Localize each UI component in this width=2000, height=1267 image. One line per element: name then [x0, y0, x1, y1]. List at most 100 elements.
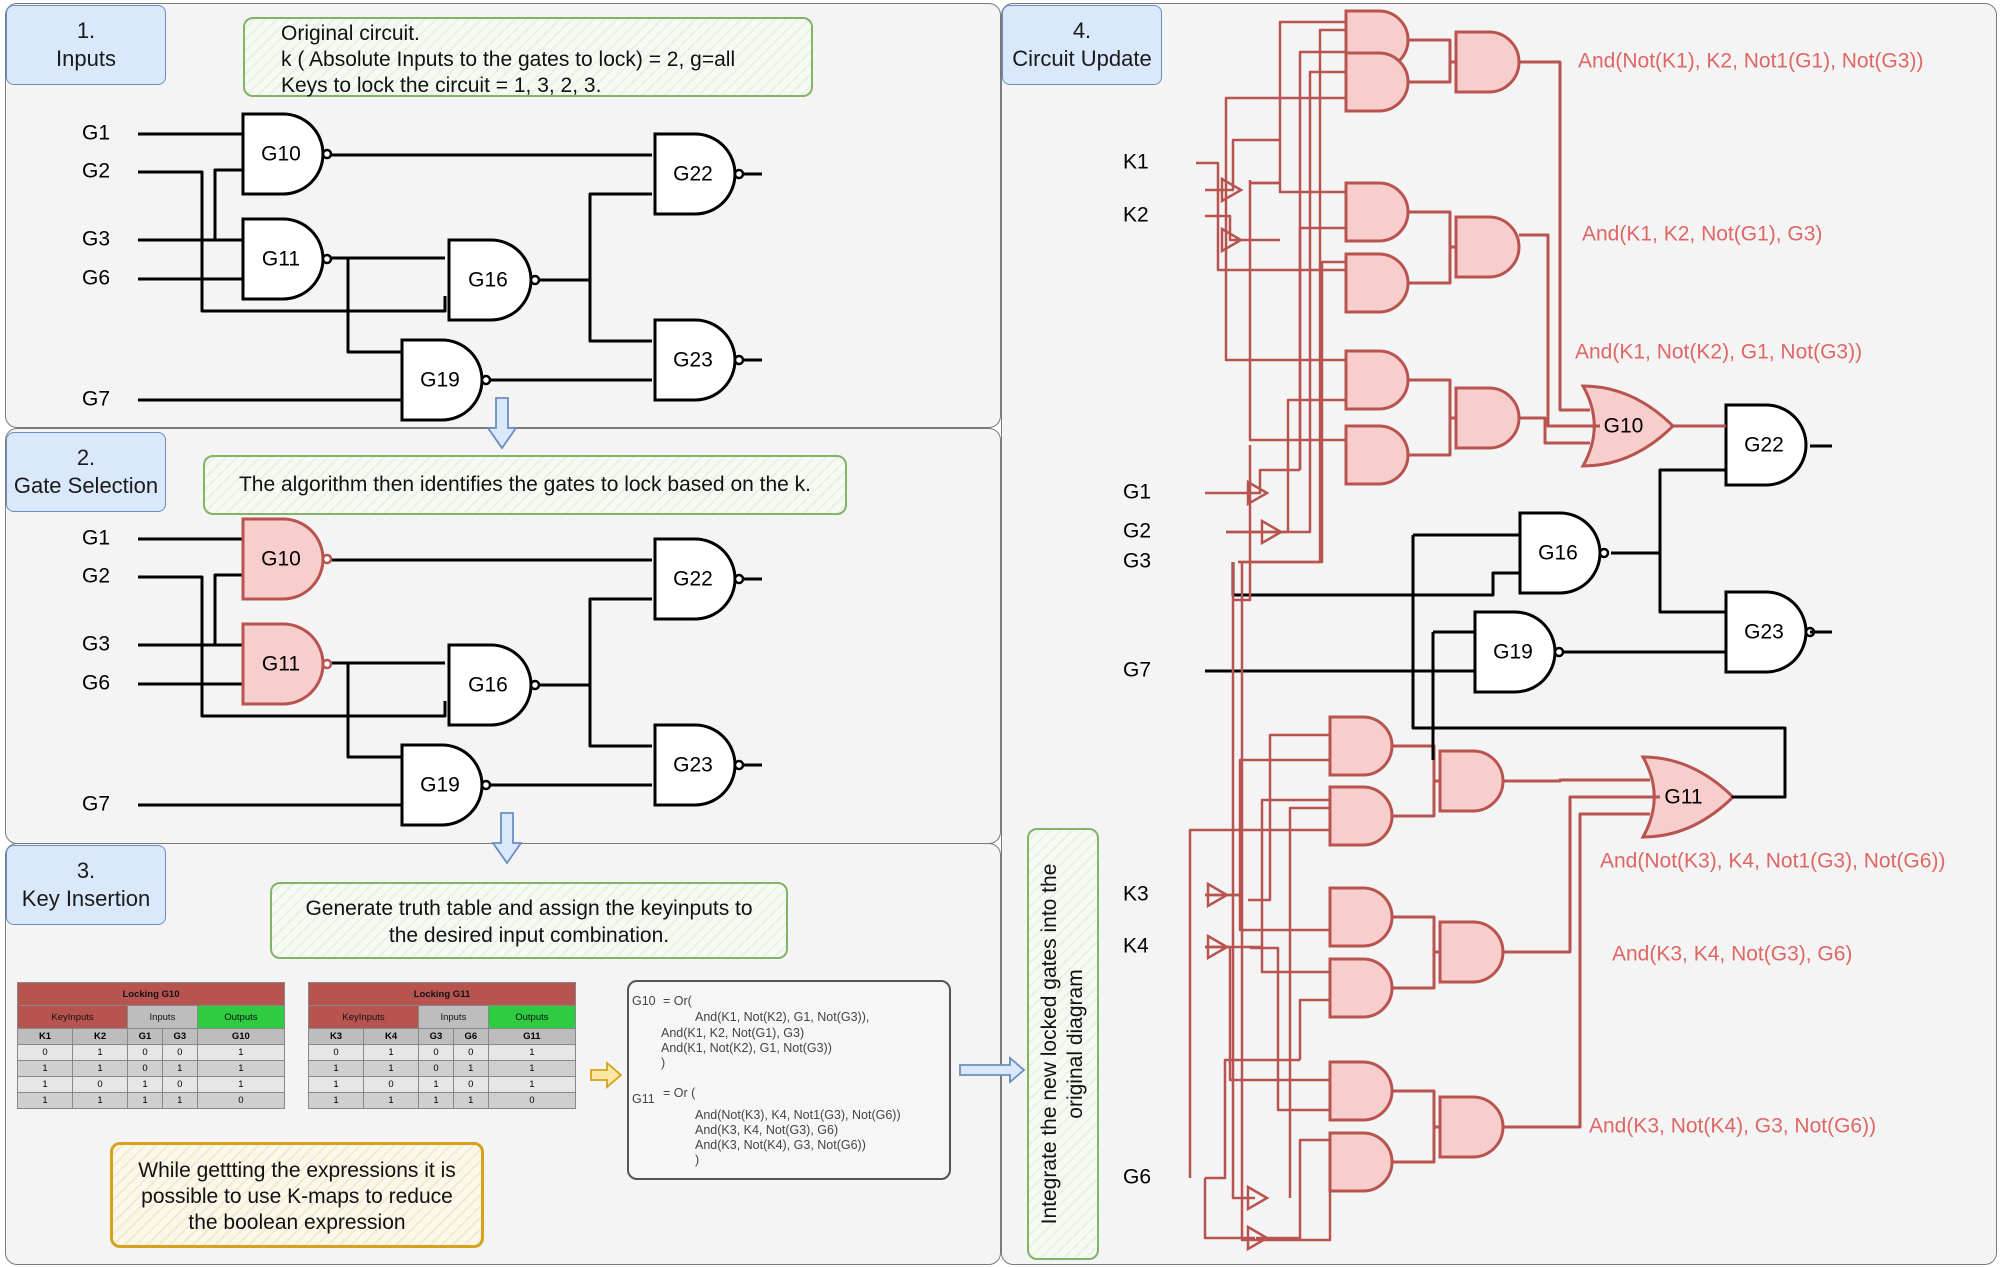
- locked-wire: [1260, 798, 1330, 947]
- not-gate: [1220, 176, 1244, 204]
- inverter-bubble: [321, 253, 333, 265]
- locked-wire: [1248, 733, 1330, 902]
- locked-wire: [1298, 226, 1346, 470]
- locked-wire: [1238, 260, 1346, 564]
- locked-wire: [1205, 945, 1330, 974]
- tag-inputs: 1. Inputs: [6, 5, 166, 85]
- expr-g10-line: And(K1, Not(K2), G1, Not(G3)): [661, 1041, 832, 1055]
- gate-label: G11: [1664, 786, 1702, 809]
- and-term-label: And(Not(K3), K4, Not1(G3), Not(G6)): [1600, 850, 1945, 873]
- wire: [346, 258, 404, 360]
- locked-wire: [1256, 1138, 1330, 1240]
- expression-box: G10 = Or( And(K1, Not(K2), G1, Not(G3)),…: [627, 980, 951, 1180]
- locked-wire: [1298, 998, 1330, 1060]
- wire: [1392, 1089, 1440, 1129]
- locked-wire: [1226, 70, 1346, 534]
- input-label: G2: [1123, 520, 1151, 543]
- table-cell: 1: [72, 1092, 129, 1109]
- input-label: K4: [1123, 935, 1149, 958]
- wire: [138, 170, 243, 242]
- truth-table-g11-col: K3: [307, 1028, 365, 1045]
- note-kmap: While gettting the expressions it is pos…: [110, 1142, 484, 1248]
- note-truth-table: Generate truth table and assign the keyi…: [270, 882, 788, 959]
- locked-wire: [1250, 946, 1330, 1112]
- note-original-line3: Keys to lock the circuit = 1, 3, 2, 3.: [281, 74, 602, 97]
- inverter-bubble: [1598, 547, 1610, 559]
- inverter-bubble: [733, 759, 745, 771]
- wire: [200, 240, 447, 313]
- not-gate: [1220, 226, 1244, 254]
- and-term-gate: [1328, 1131, 1394, 1193]
- truth-table-g11-title: Locking G11: [308, 982, 576, 1006]
- gate-label: G10: [261, 548, 301, 571]
- and-combine-gate: [1438, 749, 1505, 813]
- wire: [346, 663, 404, 765]
- and-term-label: And(K3, Not(K4), G3, Not(G6)): [1589, 1115, 1876, 1138]
- truth-table-g11-group-outputs: Outputs: [487, 1005, 577, 1029]
- note-original-circuit: Original circuit. k ( Absolute Inputs to…: [243, 17, 813, 97]
- table-cell: 0: [487, 1092, 577, 1109]
- locked-wire: [1205, 758, 1330, 897]
- locked-wire: [1205, 468, 1300, 495]
- locked-wire: [1188, 828, 1330, 1178]
- and-term-gate: [1344, 252, 1410, 314]
- locked-wire: [1205, 1058, 1300, 1180]
- and-term-gate: [1328, 785, 1394, 847]
- gate-label: G10: [1604, 415, 1644, 438]
- tag-key-insertion-title: Key Insertion: [21, 886, 151, 911]
- or-gate-g10: [1580, 384, 1676, 468]
- tag-gate-selection-title: Gate Selection: [13, 473, 159, 498]
- not-gate: [1246, 1184, 1270, 1212]
- and-term-gate: [1328, 715, 1394, 777]
- input-label: G1: [82, 527, 110, 550]
- and-term-label: And(K3, K4, Not(G3), G6): [1612, 943, 1852, 966]
- truth-table-g10-group-outputs: Outputs: [196, 1005, 286, 1029]
- wire: [588, 685, 652, 748]
- inverter-bubble: [733, 168, 745, 180]
- input-label: G7: [82, 793, 110, 816]
- gate-label: G19: [1493, 641, 1533, 664]
- not-gate: [1206, 933, 1230, 961]
- expr-g10-line: And(K1, K2, Not(G1), G3): [661, 1026, 805, 1040]
- tag-inputs-number: 1.: [76, 18, 96, 43]
- wire: [1408, 38, 1456, 64]
- gate-label: G16: [1538, 542, 1578, 565]
- expr-g10-label: G10: [632, 994, 656, 1008]
- wire: [1408, 245, 1456, 285]
- inverter-bubble: [480, 374, 492, 386]
- wire: [537, 192, 652, 282]
- table-cell: 1: [307, 1092, 365, 1109]
- note-integrate: Integrate the new locked gates into the …: [1027, 828, 1099, 1260]
- note-original-line2: k ( Absolute Inputs to the gates to lock…: [281, 48, 736, 71]
- wire: [1411, 535, 1787, 799]
- truth-table-g10-group-inputs: Inputs: [127, 1005, 198, 1029]
- not-gate: [1246, 1224, 1270, 1252]
- inverter-bubble: [733, 573, 745, 585]
- inverter-bubble: [321, 148, 333, 160]
- locked-wire: [1288, 806, 1330, 1198]
- inverter-bubble: [321, 553, 333, 565]
- and-term-label: And(K1, Not(K2), G1, Not(G3)): [1575, 341, 1862, 364]
- wire: [1503, 795, 1660, 954]
- and-term-gate: [1344, 181, 1410, 243]
- input-label: G6: [82, 267, 110, 290]
- arrow-right-to-expressions: [590, 1061, 623, 1089]
- truth-table-g10: Locking G10 KeyInputs Inputs Outputs K1 …: [16, 982, 286, 1109]
- wire: [537, 597, 652, 687]
- note-kmap-line1: While gettting the expressions it is: [138, 1159, 456, 1182]
- table-cell: 1: [363, 1044, 420, 1061]
- gate-label: G16: [468, 674, 508, 697]
- wire: [1392, 950, 1440, 990]
- wire: [1392, 915, 1440, 954]
- and-combine-gate: [1454, 30, 1521, 94]
- not-gate: [1260, 518, 1284, 546]
- and-combine-gate: [1438, 920, 1505, 984]
- input-label: G3: [82, 228, 110, 251]
- inverter-bubble: [1553, 646, 1565, 658]
- gate-label: G23: [673, 754, 713, 777]
- and-combine-gate: [1438, 1095, 1505, 1159]
